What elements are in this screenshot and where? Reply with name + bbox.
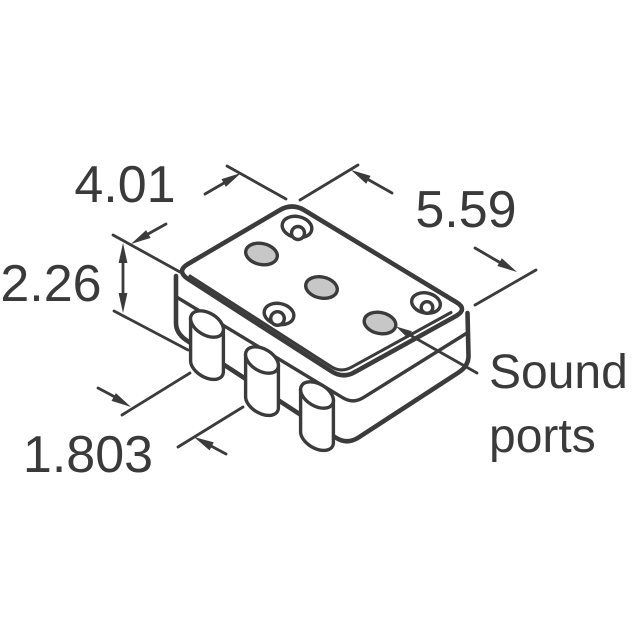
- dim-arrow-shaft: [203, 181, 226, 196]
- dim-arrowhead: [118, 293, 128, 313]
- mounting-hole-2: [262, 301, 296, 328]
- dimension-top-width: 4.01: [74, 156, 288, 274]
- sound-port-3: [362, 310, 398, 336]
- dim-arrow-shaft: [96, 386, 117, 399]
- dim-arrowhead: [351, 170, 371, 184]
- extension-line: [225, 164, 288, 201]
- extension-line: [473, 268, 538, 307]
- dim-arrow-shaft: [146, 222, 168, 236]
- dim-arrowhead: [497, 258, 517, 272]
- leader-line: [407, 333, 479, 375]
- lid-seam-line: [174, 295, 469, 403]
- dimension-top-length: 5.59: [298, 163, 538, 307]
- dim-text-top-length: 5.59: [415, 181, 516, 239]
- mounting-hole-3: [409, 291, 443, 316]
- extension-line: [111, 233, 182, 274]
- dim-arrowhead: [194, 437, 214, 451]
- mounting-hole-1-inner: [289, 224, 307, 242]
- dim-text-terminal-pitch: 1.803: [23, 426, 153, 484]
- terminal-2: [243, 345, 281, 418]
- extension-line: [112, 309, 190, 352]
- sound-ports-callout: Sound ports: [396, 326, 628, 463]
- mounting-hole-1: [280, 214, 314, 242]
- terminal-1-top: [188, 309, 226, 339]
- terminal-1: [188, 309, 226, 382]
- dim-arrow-shaft: [210, 445, 228, 456]
- dim-arrow-shaft: [367, 178, 394, 195]
- sound-ports-label-line1: Sound: [489, 346, 628, 399]
- extension-line: [176, 405, 245, 449]
- leader-arrowhead: [396, 326, 412, 339]
- dim-text-height: 2.26: [0, 255, 101, 313]
- top-face-inner-edge: [188, 274, 453, 372]
- extension-line: [120, 371, 192, 417]
- dim-arrowhead: [111, 393, 131, 407]
- sound-port-1: [243, 241, 280, 267]
- terminal-2-top: [243, 345, 281, 375]
- terminal-3-top: [298, 380, 336, 410]
- dim-arrow-shaft: [473, 246, 501, 264]
- sound-port-2: [303, 275, 340, 300]
- body-lower-outline: [173, 273, 471, 444]
- top-face-holes: [243, 214, 443, 336]
- extension-line: [298, 163, 360, 202]
- terminals: [188, 309, 336, 453]
- terminal-3: [298, 380, 336, 453]
- mounting-hole-3-inner: [419, 300, 435, 316]
- dimension-height: 2.26: [0, 243, 190, 352]
- dim-arrowhead: [131, 230, 151, 244]
- dim-arrowhead: [118, 243, 128, 263]
- dimension-terminal-pitch: 1.803: [23, 371, 245, 484]
- dim-text-top-width: 4.01: [74, 156, 175, 214]
- dim-arrowhead: [221, 173, 241, 187]
- sound-ports-label-line2: ports: [489, 410, 596, 463]
- mounting-hole-2-inner: [269, 310, 287, 328]
